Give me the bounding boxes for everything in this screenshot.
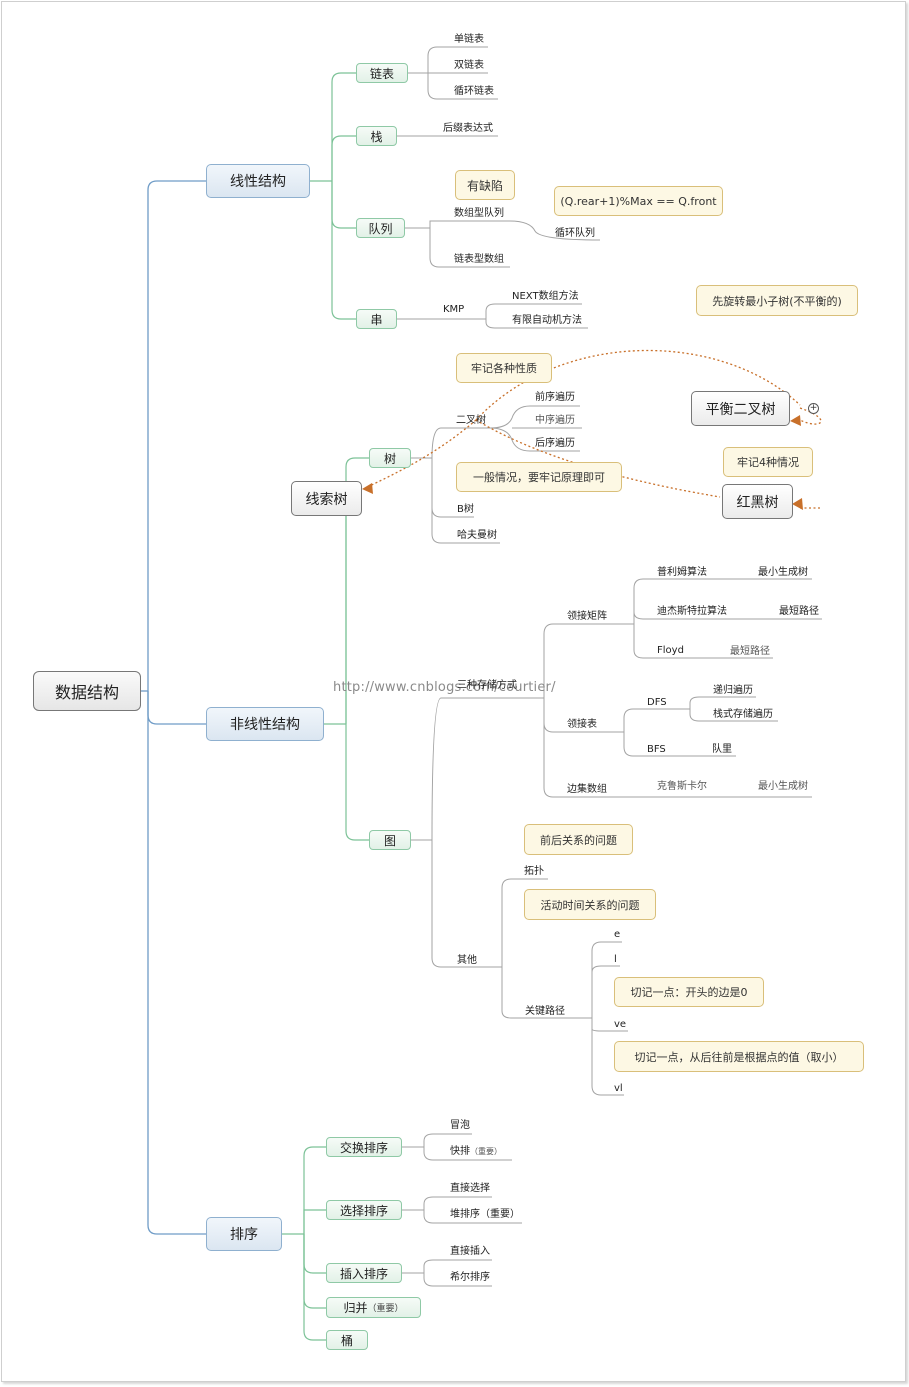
root-node[interactable]: 数据结构 bbox=[33, 671, 141, 711]
leaf-bubble[interactable]: 冒泡 bbox=[450, 1120, 470, 1131]
leaf-kmp[interactable]: KMP bbox=[443, 304, 465, 315]
leaf-kruskal-mst[interactable]: 最小生成树 bbox=[758, 781, 808, 792]
leaf-dijkstra-path[interactable]: 最短路径 bbox=[779, 606, 819, 617]
quick-tag: （重要） bbox=[470, 1147, 502, 1156]
leaf-b-tree[interactable]: B树 bbox=[457, 504, 474, 515]
node-string[interactable]: 串 bbox=[356, 309, 397, 329]
leaf-floyd[interactable]: Floyd bbox=[657, 645, 684, 656]
node-bucket-sort[interactable]: 桶 bbox=[326, 1330, 368, 1350]
leaf-array-queue[interactable]: 数组型队列 bbox=[454, 208, 504, 219]
node-sorting[interactable]: 排序 bbox=[206, 1217, 282, 1251]
node-threaded-tree[interactable]: 线索树 bbox=[291, 481, 362, 516]
quick-label: 快排 bbox=[450, 1146, 470, 1157]
callout-rb: 牢记4种情况 bbox=[723, 447, 813, 477]
node-linked-list[interactable]: 链表 bbox=[356, 63, 408, 83]
node-nonlinear-structure[interactable]: 非线性结构 bbox=[206, 707, 324, 741]
expand-plus-icon[interactable]: + bbox=[808, 403, 819, 414]
leaf-doubly-linked[interactable]: 双链表 bbox=[454, 60, 484, 71]
callout-general: 一般情况，要牢记原理即可 bbox=[456, 462, 622, 492]
leaf-lines bbox=[397, 46, 822, 1287]
leaf-binary-tree[interactable]: 二叉树 bbox=[456, 415, 486, 426]
node-rb-tree[interactable]: 红黑树 bbox=[722, 484, 793, 519]
leaf-bfs[interactable]: BFS bbox=[647, 744, 666, 755]
leaf-postfix[interactable]: 后缀表达式 bbox=[443, 123, 493, 134]
leaf-next-array[interactable]: NEXT数组方法 bbox=[512, 291, 579, 302]
callout-circular-formula: (Q.rear+1)%Max == Q.front bbox=[554, 186, 723, 216]
node-exchange-sort[interactable]: 交换排序 bbox=[326, 1137, 402, 1157]
merge-tag: （重要） bbox=[367, 1304, 404, 1314]
leaf-vl[interactable]: vl bbox=[614, 1083, 623, 1094]
leaf-other[interactable]: 其他 bbox=[457, 955, 477, 966]
leaf-topo[interactable]: 拓扑 bbox=[524, 866, 544, 877]
leaf-direct-insertion[interactable]: 直接插入 bbox=[450, 1246, 490, 1257]
leaf-huffman[interactable]: 哈夫曼树 bbox=[457, 530, 497, 541]
leaf-floyd-path[interactable]: 最短路径 bbox=[730, 646, 770, 657]
node-insertion-sort[interactable]: 插入排序 bbox=[326, 1263, 402, 1283]
leaf-critical-path[interactable]: 关键路径 bbox=[525, 1006, 565, 1017]
relationship-arrows bbox=[362, 415, 803, 510]
leaf-direct-selection[interactable]: 直接选择 bbox=[450, 1183, 490, 1194]
leaf-dfs[interactable]: DFS bbox=[647, 697, 667, 708]
branch-lines bbox=[282, 72, 369, 1341]
watermark: http://www.cnblogs.com/courtier/ bbox=[333, 680, 556, 695]
leaf-adj-list[interactable]: 领接表 bbox=[567, 719, 597, 730]
merge-label: 归并 bbox=[343, 1301, 368, 1315]
leaf-l[interactable]: l bbox=[614, 954, 617, 965]
leaf-dijkstra[interactable]: 迪杰斯特拉算法 bbox=[657, 606, 727, 617]
callout-balanced: 先旋转最小子树(不平衡的) bbox=[696, 285, 858, 316]
leaf-stack-traversal[interactable]: 栈式存储遍历 bbox=[713, 709, 773, 720]
callout-ve: 切记一点：开头的边是0 bbox=[614, 977, 764, 1007]
leaf-kruskal[interactable]: 克鲁斯卡尔 bbox=[657, 781, 707, 792]
leaf-queue[interactable]: 队里 bbox=[712, 744, 732, 755]
leaf-prim-mst[interactable]: 最小生成树 bbox=[758, 567, 808, 578]
leaf-circular-linked[interactable]: 循环链表 bbox=[454, 86, 494, 97]
leaf-recursive[interactable]: 递归遍历 bbox=[713, 685, 753, 696]
node-graph[interactable]: 图 bbox=[369, 830, 411, 850]
node-tree[interactable]: 树 bbox=[369, 448, 411, 468]
node-queue[interactable]: 队列 bbox=[356, 218, 405, 238]
leaf-quick[interactable]: 快排（重要） bbox=[450, 1146, 502, 1158]
leaf-e[interactable]: e bbox=[614, 929, 621, 940]
leaf-preorder[interactable]: 前序遍历 bbox=[535, 392, 575, 403]
callout-topo: 前后关系的问题 bbox=[524, 824, 633, 855]
leaf-linked-array[interactable]: 链表型数组 bbox=[454, 254, 504, 265]
callout-binary-props: 牢记各种性质 bbox=[456, 353, 552, 383]
leaf-inorder[interactable]: 中序遍历 bbox=[535, 415, 575, 426]
leaf-ve[interactable]: ve bbox=[614, 1019, 627, 1030]
leaf-storage-methods[interactable]: 三种存储方式 bbox=[457, 680, 517, 691]
leaf-circular-queue[interactable]: 循环队列 bbox=[555, 228, 595, 239]
leaf-automaton[interactable]: 有限自动机方法 bbox=[512, 315, 582, 326]
callout-defect: 有缺陷 bbox=[455, 170, 515, 200]
callout-vl: 切记一点，从后往前是根据点的值（取小） bbox=[614, 1041, 864, 1072]
node-selection-sort[interactable]: 选择排序 bbox=[326, 1200, 402, 1220]
leaf-adj-matrix[interactable]: 领接矩阵 bbox=[567, 611, 607, 622]
node-merge-sort[interactable]: 归并（重要） bbox=[326, 1297, 421, 1318]
callout-activity: 活动时间关系的问题 bbox=[524, 889, 656, 920]
leaf-edge-array[interactable]: 边集数组 bbox=[567, 784, 607, 795]
leaf-prim[interactable]: 普利姆算法 bbox=[657, 567, 707, 578]
leaf-singly-linked[interactable]: 单链表 bbox=[454, 34, 484, 45]
node-balanced-tree[interactable]: 平衡二叉树 bbox=[691, 391, 790, 426]
leaf-heap-sort[interactable]: 堆排序（重要） bbox=[450, 1209, 520, 1220]
leaf-postorder[interactable]: 后序遍历 bbox=[535, 438, 575, 449]
trunk-lines bbox=[141, 180, 206, 1235]
node-stack[interactable]: 栈 bbox=[356, 126, 397, 146]
leaf-shell-sort[interactable]: 希尔排序 bbox=[450, 1272, 490, 1283]
node-linear-structure[interactable]: 线性结构 bbox=[206, 164, 310, 198]
